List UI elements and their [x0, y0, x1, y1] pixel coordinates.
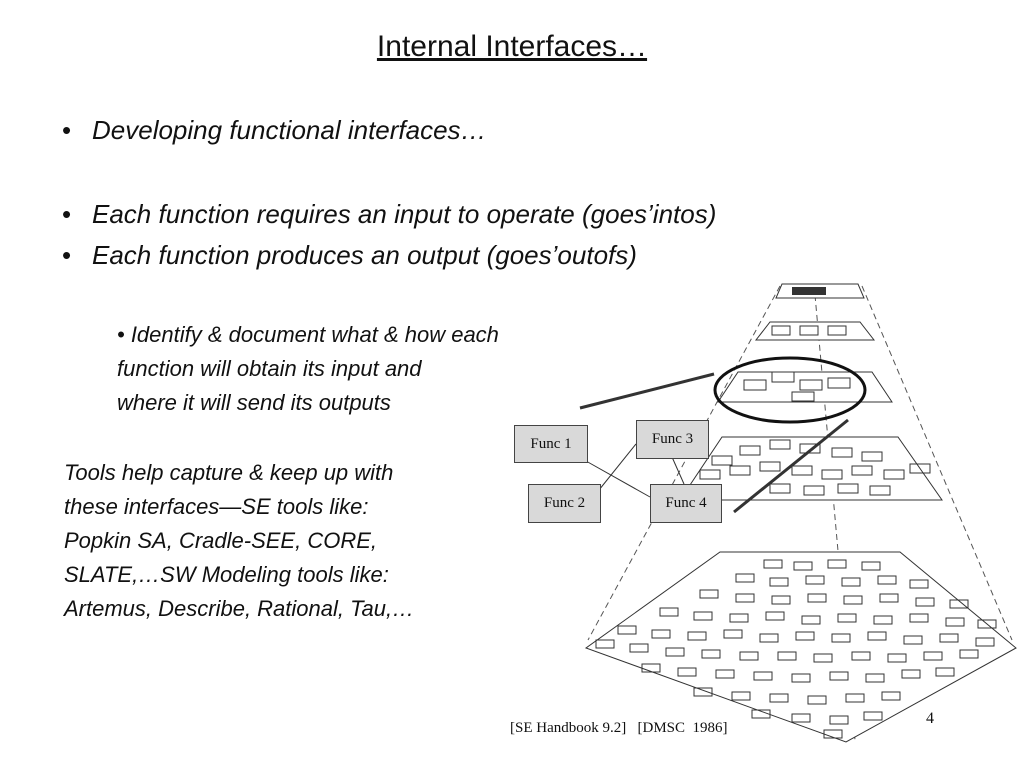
tools-line: SLATE,…SW Modeling tools like: [64, 562, 389, 587]
bullet-dot: • [62, 199, 72, 229]
sub-bullet-line: where it will send its outputs [117, 390, 391, 415]
func-1-box: Func 1 [514, 425, 588, 463]
bullet-2-text: Each function requires an input to opera… [92, 199, 717, 229]
callout-line-lower [733, 418, 849, 514]
func-3-box: Func 3 [636, 420, 709, 459]
sub-bullet-line: function will obtain its input and [117, 356, 422, 381]
citation: [SE Handbook 9.2] [DMSC 1986] [510, 720, 728, 736]
level-4-plane [679, 436, 943, 501]
bullet-3-text: Each function produces an output (goes’o… [92, 240, 637, 270]
tools-line: Artemus, Describe, Rational, Tau,… [64, 596, 415, 621]
sub-bullet: • Identify & document what & how each fu… [117, 318, 499, 420]
level-3-plane [717, 371, 893, 403]
tools-line: Popkin SA, Cradle-SEE, CORE, [64, 528, 378, 553]
sub-bullet-line: • Identify & document what & how each [117, 322, 499, 347]
tools-line: these interfaces—SE tools like: [64, 494, 369, 519]
bullet-dot: • [62, 240, 72, 270]
func-2-box: Func 2 [528, 484, 601, 523]
bullet-3: • Each function produces an output (goes’… [62, 240, 637, 271]
level-5-plane [584, 551, 1017, 743]
level-2-plane [754, 321, 876, 341]
func-4-box: Func 4 [650, 484, 722, 523]
bullet-1: • Developing functional interfaces… [62, 115, 487, 146]
bullet-2: • Each function requires an input to oper… [62, 199, 716, 230]
func-connectors [585, 443, 685, 498]
bullet-dot: • [62, 115, 72, 145]
level-1-plane [775, 283, 865, 299]
tools-paragraph: Tools help capture & keep up with these … [64, 456, 414, 626]
tools-line: Tools help capture & keep up with [64, 460, 394, 485]
bullet-1-text: Developing functional interfaces… [92, 115, 487, 145]
page-number: 4 [926, 710, 934, 727]
slide-title: Internal Interfaces… [376, 30, 648, 63]
highlight-ellipse [713, 356, 867, 424]
callout-line-upper [579, 372, 715, 410]
